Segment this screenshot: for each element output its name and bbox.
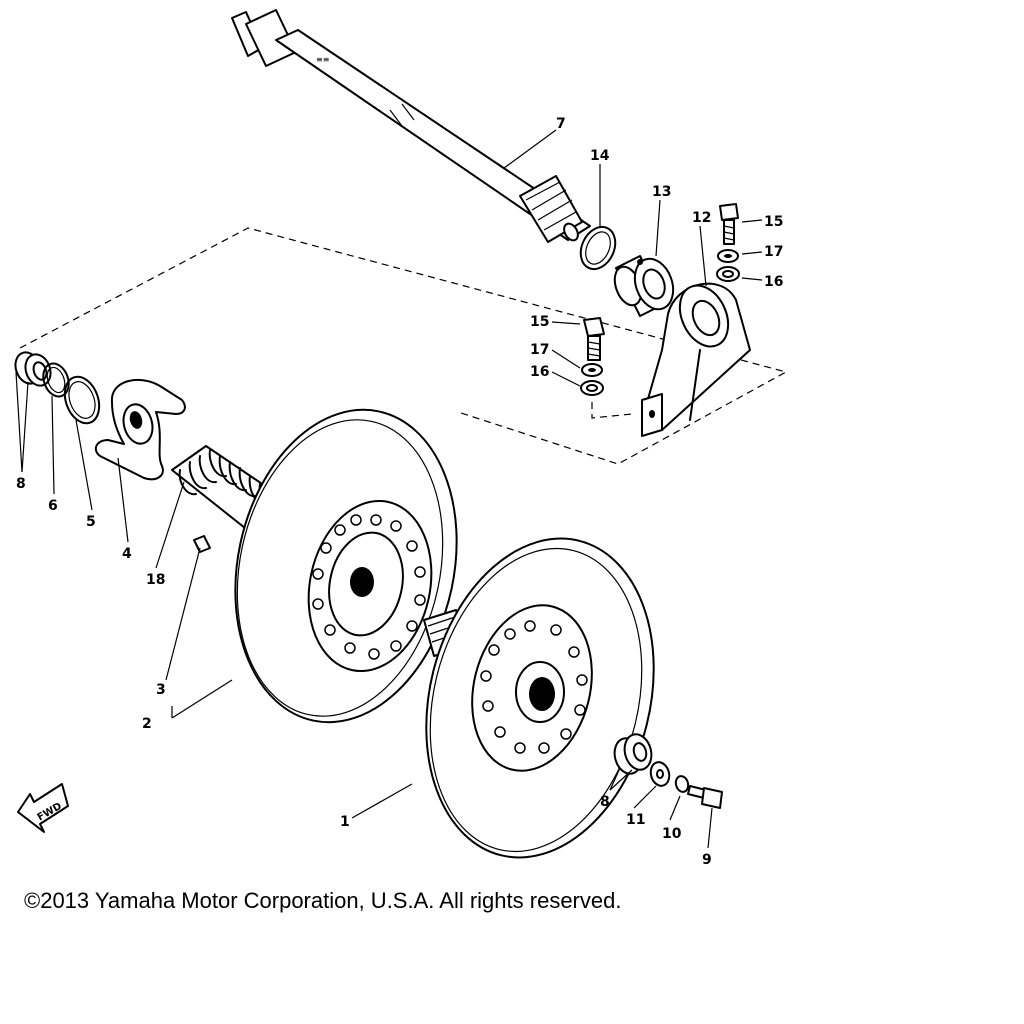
callout-18: 18: [146, 572, 165, 588]
callout-7: 7: [556, 116, 566, 132]
bolt-set-right: [716, 203, 740, 282]
right-end-stack: [613, 733, 723, 809]
callout-4: 4: [122, 546, 132, 562]
circlip: [579, 225, 617, 271]
left-end-stack: [14, 351, 101, 425]
spider-cam: [94, 378, 186, 481]
bearing: [613, 255, 675, 317]
copyright-notice: ©2013 Yamaha Motor Corporation, U.S.A. A…: [24, 888, 622, 913]
callout-14: 14: [590, 148, 610, 164]
callout-13: 13: [652, 184, 671, 200]
callout-6: 6: [48, 498, 58, 514]
callout-12: 12: [692, 210, 711, 226]
main-shaft: ≡≡: [231, 9, 591, 243]
callout-3: 3: [156, 682, 166, 698]
bearing-bracket: [641, 282, 751, 437]
exploded-parts-diagram: ≡≡: [14, 9, 788, 868]
callout-5: 5: [86, 514, 96, 530]
fixed-sheave: [234, 408, 458, 724]
callout-1: 1: [340, 814, 350, 830]
assembly-frame: [19, 227, 788, 465]
callout-8-left: 8: [16, 476, 26, 492]
callouts: 7 14 13 12 15 17 16 15 17 16 8 6 5 4 18 …: [16, 116, 783, 868]
callout-15-left: 15: [530, 314, 549, 330]
callout-11: 11: [626, 812, 645, 828]
callout-16-left: 16: [530, 364, 549, 380]
forward-direction-arrow: FWD: [17, 783, 69, 833]
callout-8-right: 8: [600, 794, 610, 810]
callout-9: 9: [702, 852, 712, 868]
svg-text:≡≡: ≡≡: [316, 55, 329, 64]
callout-17-right: 17: [764, 244, 783, 260]
sliding-sheave: [425, 537, 655, 859]
callout-2: 2: [142, 716, 152, 732]
callout-16-right: 16: [764, 274, 783, 290]
callout-15-right: 15: [764, 214, 783, 230]
leader-lines: [15, 129, 763, 849]
bolt-set-left: [580, 317, 605, 396]
callout-10: 10: [662, 826, 682, 842]
callout-17-left: 17: [530, 342, 549, 358]
